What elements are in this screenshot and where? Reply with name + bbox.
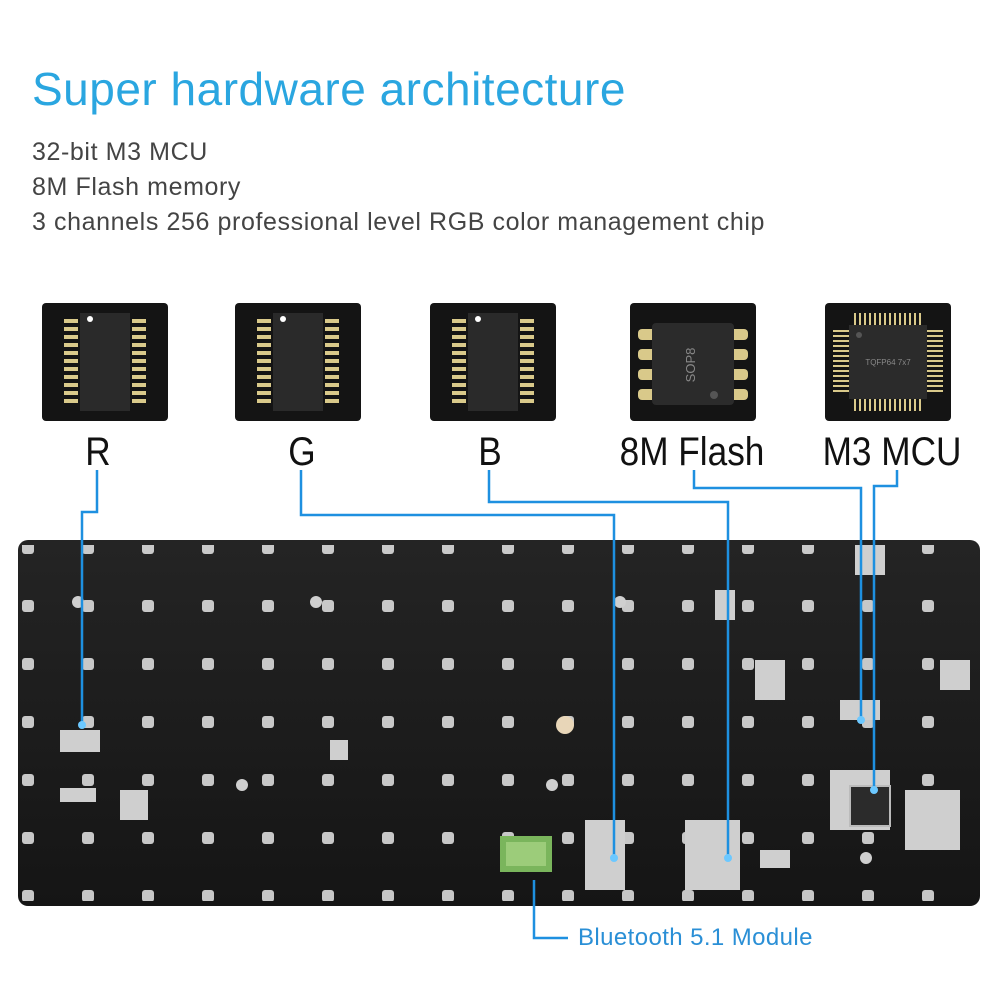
bluetooth-module-label: Bluetooth 5.1 Module bbox=[578, 924, 813, 951]
spec-mcu: 32-bit M3 MCU bbox=[32, 138, 208, 166]
chip-r-image bbox=[42, 303, 168, 421]
page-title: Super hardware architecture bbox=[32, 63, 626, 115]
chip-flash-image: SOP8 bbox=[630, 303, 756, 421]
chip-label-r: R bbox=[85, 430, 111, 474]
spec-rgb: 3 channels 256 professional level RGB co… bbox=[32, 208, 766, 236]
mcu-marking: TQFP64 7x7 bbox=[865, 358, 911, 367]
flash-marking: SOP8 bbox=[683, 348, 698, 383]
chip-label-g: G bbox=[288, 430, 316, 474]
chip-b-image bbox=[430, 303, 556, 421]
chip-label-b: B bbox=[478, 430, 502, 474]
chip-g-image bbox=[235, 303, 361, 421]
spec-flash: 8M Flash memory bbox=[32, 173, 242, 201]
chip-label-flash: 8M Flash bbox=[619, 430, 765, 474]
chip-mcu-image: TQFP64 7x7 bbox=[825, 303, 951, 421]
chip-label-mcu: M3 MCU bbox=[822, 430, 962, 474]
